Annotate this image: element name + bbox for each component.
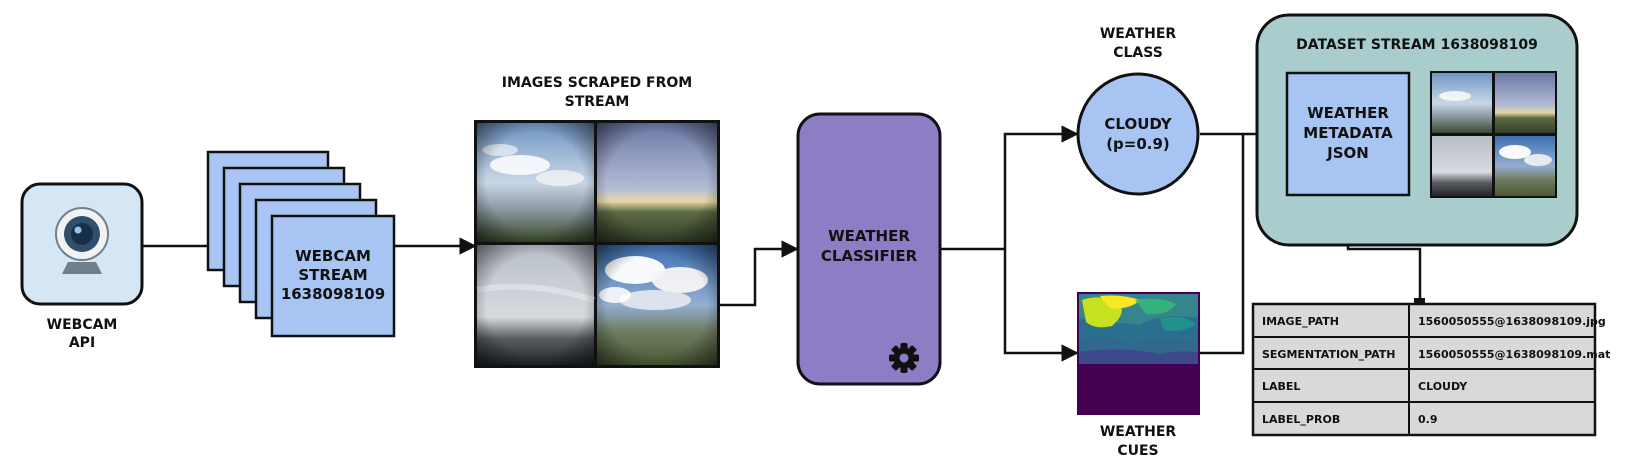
- webcam-api-node: WEBCAM API: [20, 182, 144, 351]
- clear-hazy-sky-photo: [1495, 73, 1555, 133]
- line-cues-to-metadata: [1200, 134, 1245, 355]
- images-title-1: IMAGES SCRAPED FROM: [502, 75, 692, 91]
- table-value-label: CLOUDY: [1418, 380, 1468, 393]
- table-value-segmentation-path: 1560050555@1638098109.mat: [1418, 348, 1610, 361]
- arrow-to-cues: [1003, 249, 1079, 362]
- gear-icon: [889, 343, 919, 373]
- dataset-title: DATASET STREAM 1638098109: [1296, 37, 1538, 53]
- cumulus-cloud-sky-photo: [1495, 136, 1555, 196]
- metadata-json-box: [1285, 71, 1411, 197]
- table-key-segmentation-path: SEGMENTATION_PATH: [1262, 348, 1396, 361]
- partly-cloudy-sky-photo: [477, 123, 594, 242]
- connectors: [139, 125, 1422, 362]
- metadata-table: IMAGE_PATH 1560050555@1638098109.jpg SEG…: [1251, 302, 1610, 437]
- weather-cues-title-1: WEATHER: [1100, 424, 1177, 440]
- table-key-label: LABEL: [1262, 380, 1300, 393]
- weather-class-prob: (p=0.9): [1106, 135, 1170, 153]
- webcam-stream-node: [206, 150, 396, 338]
- table-value-label-prob: 0.9: [1418, 413, 1438, 426]
- classifier-label-2: CLASSIFIER: [821, 247, 918, 265]
- table-value-image-path: 1560050555@1638098109.jpg: [1418, 315, 1606, 328]
- stream-label-3: 1638098109: [281, 285, 385, 303]
- arrow-images-to-classifier: [720, 240, 799, 307]
- clear-hazy-sky-photo: [597, 123, 717, 242]
- scraped-images-grid: [474, 120, 720, 368]
- webcam-api-label-1: WEBCAM: [47, 317, 118, 333]
- stream-label-2: STREAM: [298, 266, 367, 284]
- dataset-stream-container: DATASET STREAM 1638098109 WEATHER METADA…: [1255, 13, 1579, 247]
- weather-class-node: CLOUDY (p=0.9): [1076, 72, 1200, 196]
- metadata-label-3: JSON: [1326, 144, 1369, 162]
- overcast-sky-photo: [1432, 136, 1492, 196]
- images-title-2: STREAM: [565, 94, 630, 110]
- partly-cloudy-sky-photo: [1432, 73, 1492, 133]
- webcam-icon: [55, 207, 109, 274]
- webcam-api-label-2: API: [69, 335, 95, 351]
- table-key-image-path: IMAGE_PATH: [1262, 315, 1339, 328]
- metadata-label-2: METADATA: [1303, 124, 1393, 142]
- table-key-label-prob: LABEL_PROB: [1262, 413, 1340, 426]
- dataset-thumbnails: [1430, 71, 1557, 198]
- weather-class-title-1: WEATHER: [1100, 26, 1177, 42]
- metadata-label-1: WEATHER: [1307, 104, 1389, 122]
- overcast-sky-photo: [476, 245, 595, 365]
- stream-label-1: WEBCAM: [295, 247, 371, 265]
- cumulus-cloud-sky-photo: [597, 245, 717, 365]
- weather-class-title-2: CLASS: [1113, 45, 1163, 61]
- connector-end-bottom: [1414, 298, 1425, 307]
- weather-classifier-node: WEATHER CLASSIFIER: [796, 112, 942, 386]
- weather-class-value: CLOUDY: [1104, 115, 1172, 133]
- classifier-label-1: WEATHER: [828, 227, 910, 245]
- weather-cues-title-2: CUES: [1117, 443, 1158, 459]
- arrow-to-class: [1003, 125, 1079, 249]
- weather-cues-heatmap: [1077, 292, 1200, 415]
- stream-frame-front: [270, 214, 396, 338]
